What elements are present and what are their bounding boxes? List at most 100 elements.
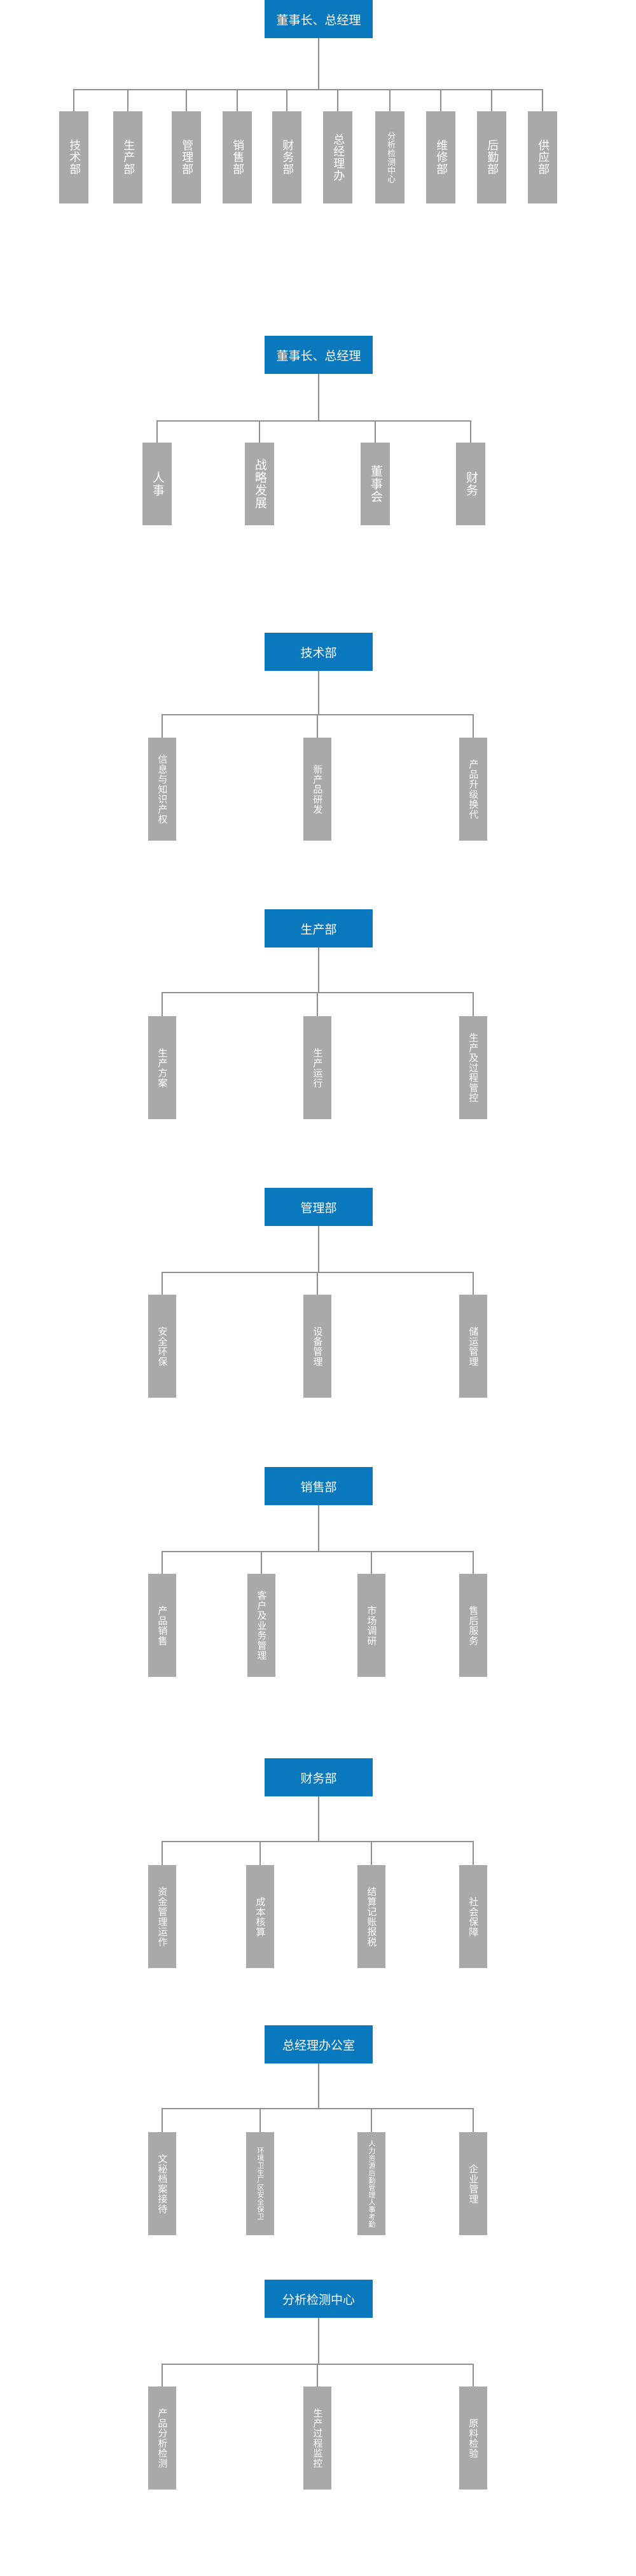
connector-branch <box>389 89 391 111</box>
chart-child-label: 信息与知识产权 <box>156 754 169 825</box>
connector-branch <box>259 2108 261 2132</box>
connector-branch <box>473 1551 474 1574</box>
chart-child-box: 市场调研 <box>357 1574 385 1677</box>
connector-branch <box>371 2108 372 2132</box>
chart-child-box: 文秘档案接待 <box>148 2132 176 2235</box>
connector-branch <box>317 2364 318 2387</box>
org-chart-5: 管理部安全环保 设备管理 储运管理 <box>0 1188 636 1404</box>
connector-branch <box>317 1272 318 1295</box>
chart-child-label: 总经理办 <box>331 133 345 182</box>
chart-child-label: 储运管理 <box>467 1326 480 1367</box>
chart-child-box: 新产品研发 <box>303 738 331 841</box>
chart-child-label: 产品分析检测 <box>156 2407 169 2469</box>
chart-child-box: 维修部 <box>426 111 455 203</box>
connector-branch <box>491 89 492 111</box>
connector-branch <box>162 1841 163 1865</box>
chart-child-box: 结算记账报税 <box>357 1865 385 1968</box>
connector-branch <box>317 714 318 738</box>
org-chart-8: 总经理办公室文秘档案接待 环境卫生厂区安全保卫 人力资源后勤管理人事考勤 企业管理 <box>0 2025 636 2242</box>
chart-child-label: 董事会 <box>368 465 383 503</box>
chart-head-box: 技术部 <box>265 633 373 671</box>
connector-branch <box>317 992 318 1016</box>
connector-branch <box>259 1841 261 1865</box>
org-chart-7: 财务部资金管理运作成本核算结算记账报税社会保障 <box>0 1758 636 1974</box>
chart-child-box: 人力资源后勤管理人事考勤 <box>357 2132 385 2235</box>
chart-child-box: 环境卫生厂区安全保卫 <box>246 2132 274 2235</box>
chart-child-label: 生产运行 <box>312 1047 324 1088</box>
chart-child-box: 成本核算 <box>246 1865 274 1968</box>
chart-child-label: 文秘档案接待 <box>156 2153 169 2214</box>
chart-child-box: 售后服务 <box>459 1574 487 1677</box>
chart-child-box: 安全环保 <box>148 1295 176 1398</box>
connector-branch <box>337 89 338 111</box>
chart-child-label: 原料检验 <box>467 2418 480 2458</box>
chart-child-box: 生产方案 <box>148 1016 176 1119</box>
connector-branch <box>261 1551 262 1574</box>
chart-child-label: 社会保障 <box>467 1896 480 1937</box>
connector-bus <box>157 420 471 422</box>
connector-trunk <box>318 2063 319 2108</box>
connector-trunk <box>318 947 319 992</box>
chart-child-label: 企业管理 <box>467 2163 480 2204</box>
chart-head-box: 分析检测中心 <box>265 2280 373 2318</box>
chart-child-box: 战略发展 <box>245 443 274 525</box>
connector-branch <box>186 89 187 111</box>
chart-child-label: 生产过程监控 <box>312 2407 324 2469</box>
chart-head-box: 董事长、总经理 <box>265 336 373 374</box>
connector-bus <box>74 89 543 90</box>
chart-child-box: 生产部 <box>113 111 142 203</box>
chart-child-label: 售后服务 <box>467 1605 480 1646</box>
connector-branch <box>542 89 543 111</box>
chart-child-box: 董事会 <box>361 443 390 525</box>
chart-child-label: 财务 <box>464 471 478 497</box>
chart-child-label: 产品升级换代 <box>467 759 480 820</box>
chart-child-box: 产品销售 <box>148 1574 176 1677</box>
org-chart-9: 分析检测中心产品分析检测 生产过程监控 原料检验 <box>0 2280 636 2496</box>
chart-child-box: 财务部 <box>272 111 301 203</box>
connector-branch <box>73 89 74 111</box>
chart-child-box: 人事 <box>142 443 172 525</box>
connector-bus <box>162 714 474 715</box>
chart-child-label: 后勤部 <box>485 139 499 176</box>
chart-child-box: 设备管理 <box>303 1295 331 1398</box>
chart-child-label: 分析检测中心 <box>385 131 396 184</box>
connector-branch <box>473 2364 474 2387</box>
connector-branch <box>127 89 128 111</box>
chart-child-label: 成本核算 <box>254 1896 266 1937</box>
chart-child-label: 管理部 <box>180 139 194 176</box>
chart-child-box: 供应部 <box>528 111 557 203</box>
chart-child-box: 生产运行 <box>303 1016 331 1119</box>
chart-child-label: 维修部 <box>434 139 448 176</box>
chart-child-box: 财务 <box>456 443 485 525</box>
org-chart-3: 技术部信息与知识产权 新产品研发 产品升级换代 <box>0 633 636 847</box>
connector-bus <box>162 2364 474 2365</box>
connector-branch <box>259 420 260 443</box>
connector-bus <box>162 1272 474 1273</box>
chart-head-box: 董事长、总经理 <box>265 0 373 38</box>
chart-head-box: 管理部 <box>265 1188 373 1226</box>
chart-child-box: 储运管理 <box>459 1295 487 1398</box>
connector-branch <box>371 1551 372 1574</box>
connector-branch <box>156 420 158 443</box>
org-chart-2: 董事长、总经理人事 战略发展 董事会 财务 <box>0 336 636 532</box>
chart-head-box: 生产部 <box>265 909 373 947</box>
chart-child-box: 原料检验 <box>459 2387 487 2490</box>
chart-child-box: 产品升级换代 <box>459 738 487 841</box>
connector-trunk <box>318 38 319 89</box>
connector-branch <box>473 714 474 738</box>
chart-child-label: 市场调研 <box>366 1605 378 1646</box>
chart-child-label: 产品销售 <box>156 1605 169 1646</box>
chart-child-label: 人事 <box>150 471 165 497</box>
chart-child-box: 产品分析检测 <box>148 2387 176 2490</box>
chart-head-box: 总经理办公室 <box>265 2025 373 2063</box>
connector-trunk <box>318 374 319 420</box>
chart-child-label: 资金管理运作 <box>156 1886 169 1947</box>
chart-child-box: 企业管理 <box>459 2132 487 2235</box>
chart-child-box: 总经理办 <box>323 111 352 203</box>
connector-branch <box>162 992 163 1016</box>
chart-head-box: 销售部 <box>265 1467 373 1505</box>
chart-child-box: 信息与知识产权 <box>148 738 176 841</box>
chart-child-label: 人力资源后勤管理人事考勤 <box>367 2139 376 2228</box>
chart-child-label: 财务部 <box>280 139 294 176</box>
chart-child-box: 销售部 <box>223 111 252 203</box>
